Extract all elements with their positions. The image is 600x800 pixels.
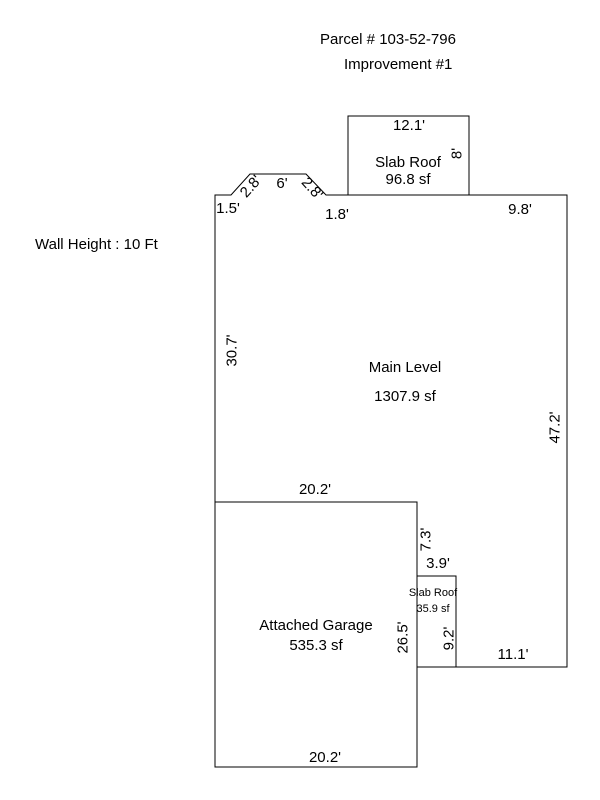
- dim-notch-vertical: 7.3': [417, 527, 435, 552]
- dim-garage-right: 26.5': [394, 621, 412, 654]
- dim-bottom-right: 11.1': [497, 646, 529, 663]
- slab-roof-top-outline: [347, 115, 470, 196]
- dim-bay-right-short: 1.8': [325, 206, 349, 223]
- main-level-name: Main Level: [368, 359, 442, 376]
- dim-slab-top-width: 12.1': [392, 117, 426, 134]
- garage-size: 535.3 sf: [289, 637, 343, 654]
- improvement-label: Improvement #1: [344, 56, 453, 73]
- dim-garage-bottom: 20.2': [308, 749, 342, 766]
- main-level-outline: [214, 173, 568, 668]
- slab-roof-small-outline: [416, 575, 457, 668]
- slab-roof-top-size: 96.8 sf: [385, 171, 431, 188]
- dim-notch-width: 3.9': [426, 555, 450, 572]
- wall-height-label: Wall Height : 10 Ft: [35, 236, 158, 253]
- slab-roof-small-size: 35.9 sf: [416, 603, 450, 615]
- garage-name: Attached Garage: [259, 617, 373, 634]
- dim-slab-top-depth: 8': [448, 147, 466, 160]
- dim-bay-left-short: 1.5': [216, 200, 240, 217]
- attached-garage-outline: [214, 501, 418, 768]
- dim-main-right: 47.2': [546, 411, 564, 444]
- dim-main-top-right: 9.8': [508, 201, 532, 218]
- slab-roof-small-name: Slab Roof: [408, 587, 458, 599]
- dim-bay-top: 6': [276, 175, 288, 192]
- main-level-size: 1307.9 sf: [374, 388, 436, 405]
- slab-roof-top-name: Slab Roof: [375, 154, 441, 171]
- dim-slab-small-depth: 9.2': [440, 626, 458, 651]
- dim-main-left: 30.7': [223, 334, 241, 367]
- dim-garage-top: 20.2': [298, 481, 332, 498]
- parcel-number: Parcel # 103-52-796: [320, 31, 456, 48]
